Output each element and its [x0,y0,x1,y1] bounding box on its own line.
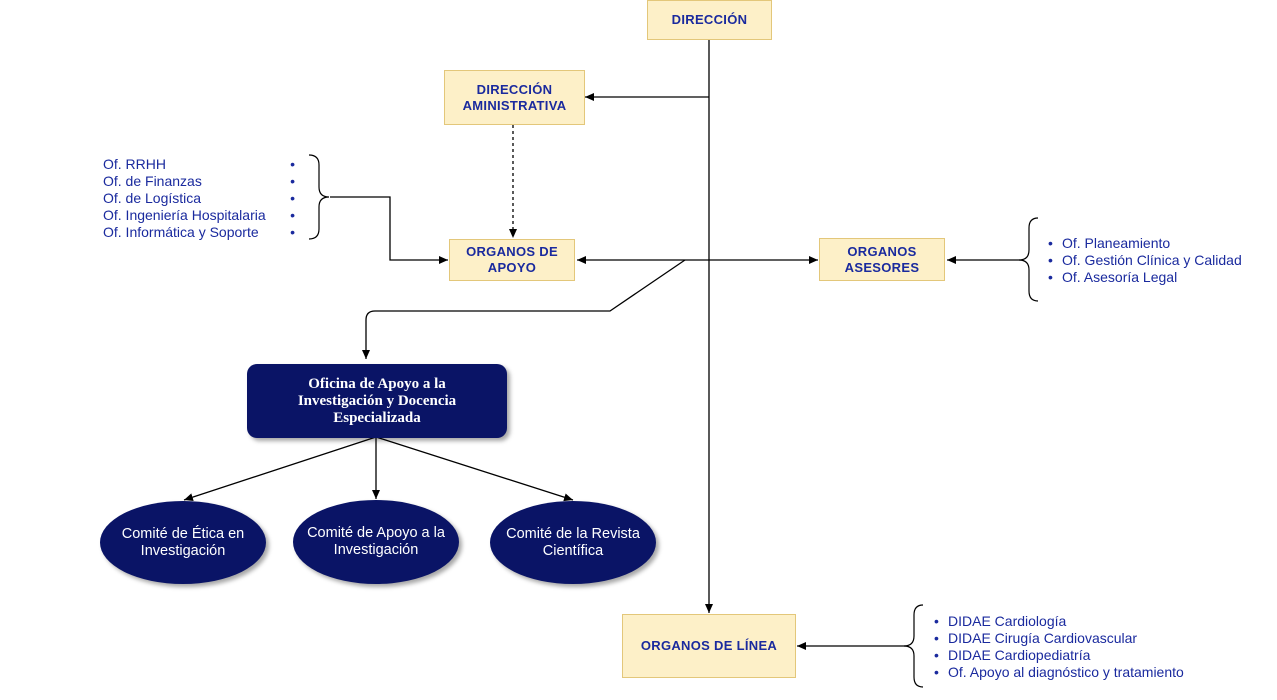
list-item-label: DIDAE Cardiopediatría [948,647,1091,663]
list-item-label: Of. RRHH [103,156,166,172]
committee-label-line: Científica [542,542,604,559]
list-item-label: Of. Apoyo al diagnóstico y tratamiento [948,664,1184,680]
node-label-line: Especializada [333,409,421,426]
list-organos-apoyo: Of. RRHH • Of. de Finanzas • Of. de Logíst… [103,156,295,241]
node-organos-linea[interactable]: ORGANOS DE LÍNEA [622,614,796,678]
bullet-icon: • [934,613,939,629]
node-organos-linea-label: ORGANOS DE LÍNEA [640,638,778,653]
node-label-line: APOYO [487,260,537,275]
brace-linea [903,604,924,688]
bullet-icon: • [934,630,939,646]
committee-etica[interactable]: Comité de Ética en Investigación [100,501,266,584]
committee-label-line: Investigación [140,542,226,559]
committee-label-line: Investigación [333,542,419,558]
list-item: Of. Informática y Soporte • [103,224,295,241]
node-label-line: Oficina de Apoyo a la [308,375,446,392]
bullet-icon: • [1048,252,1053,268]
node-label-line: ORGANOS [847,243,917,259]
node-organos-apoyo[interactable]: ORGANOS DE APOYO [449,239,575,281]
node-direccion-administrativa[interactable]: DIRECCIÓN AMINISTRATIVA [444,70,585,125]
committee-label-line: Comité de Ética en [121,525,245,542]
list-item: • DIDAE Cardiopediatría [934,647,1184,664]
list-item-label: Of. Gestión Clínica y Calidad [1062,252,1242,268]
list-organos-linea: • DIDAE Cardiología • DIDAE Cirugía Cardio… [934,613,1184,681]
bullet-icon: • [934,647,939,663]
bullet-icon: • [1048,269,1053,285]
list-item-label: Of. Planeamiento [1062,235,1171,251]
bullet-icon: • [934,664,939,680]
list-item-label: Of. de Logística [103,190,202,206]
node-label-line: AMINISTRATIVA [462,97,567,113]
list-item-label: Of. Informática y Soporte [103,224,259,240]
bullet-icon: • [290,224,295,240]
list-organos-asesores: • Of. Planeamiento • Of. Gestión Clínica y… [1048,235,1242,286]
connector-list-apoyo [330,196,448,264]
bullet-icon: • [1048,235,1053,251]
list-item-label: DIDAE Cirugía Cardiovascular [948,630,1138,646]
list-item-label: Of. de Finanzas [103,173,202,189]
bullet-icon: • [290,156,295,172]
list-item-label: DIDAE Cardiología [948,613,1067,629]
brace-asesores [1018,217,1039,302]
list-item: Of. RRHH • [103,156,295,173]
node-label-line: ORGANOS DE [466,244,558,259]
list-item: • Of. Planeamiento [1048,235,1242,252]
list-item: Of. de Finanzas • [103,173,295,190]
list-item-label: Of. Asesoría Legal [1062,269,1178,285]
bullet-icon: • [290,207,295,223]
committee-label-line: Comité de Apoyo a la [307,525,445,541]
node-label-line: ASESORES [844,259,920,275]
node-direccion[interactable]: DIRECCIÓN [647,0,772,40]
list-item: Of. de Logística • [103,190,295,207]
list-item: • DIDAE Cardiología [934,613,1184,630]
connector-committee-1 [183,436,377,501]
node-label-line: Investigación y Docencia [297,392,457,409]
list-item: Of. Ingeniería Hospitalaria • [103,207,295,224]
bullet-icon: • [290,173,295,189]
list-item: • Of. Apoyo al diagnóstico y tratamiento [934,664,1184,681]
node-direccion-label: DIRECCIÓN [671,12,748,27]
list-item: • DIDAE Cirugía Cardiovascular [934,630,1184,647]
node-oficina-apoyo-investigacion[interactable]: Oficina de Apoyo a la Investigación y Do… [247,364,507,438]
node-organos-asesores[interactable]: ORGANOS ASESORES [819,238,945,281]
list-item: • Of. Asesoría Legal [1048,269,1242,286]
bullet-icon: • [290,190,295,206]
list-item: • Of. Gestión Clínica y Calidad [1048,252,1242,269]
committee-revista-cientifica[interactable]: Comité de la Revista Científica [490,501,656,584]
list-item-label: Of. Ingeniería Hospitalaria [103,207,266,223]
connector-oficina [362,259,686,359]
committee-label-line: Comité de la Revista [506,525,640,542]
brace-apoyo [308,154,330,240]
connector-committee-3 [375,436,574,502]
node-label-line: DIRECCIÓN [476,81,553,97]
committee-apoyo-investigacion[interactable]: Comité de Apoyo a la Investigación [293,500,459,584]
